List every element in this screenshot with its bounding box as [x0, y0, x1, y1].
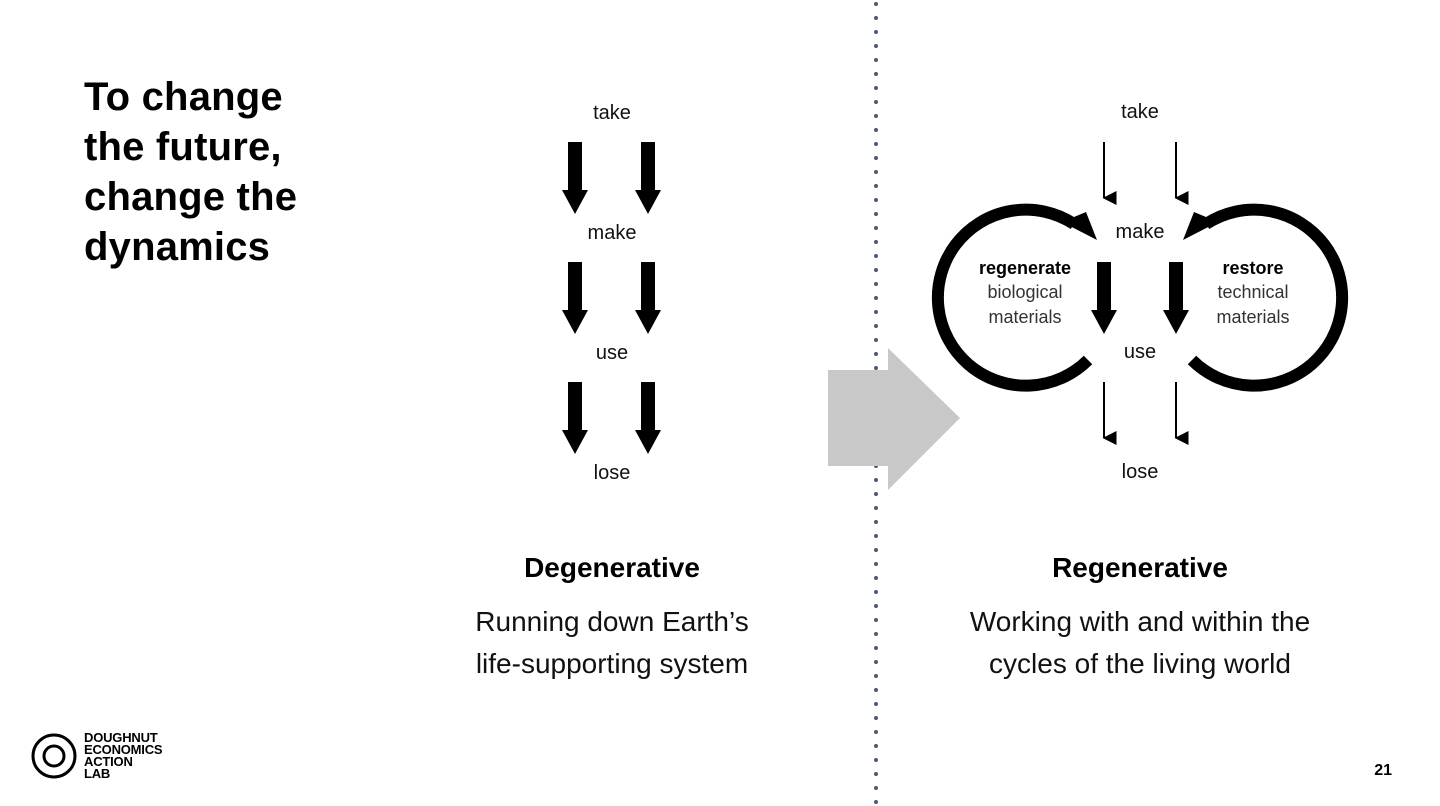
regen-step-take: take: [1121, 101, 1159, 123]
arrow-down-icon: [635, 142, 661, 214]
regenerative-description: Working with and within the cycles of th…: [969, 606, 1311, 679]
regen-thick-arrows: [1091, 262, 1189, 334]
restore-label: restore: [1222, 258, 1283, 278]
degenerative-heading: Degenerative: [524, 552, 700, 583]
loop-arrowhead-icon: [1062, 212, 1097, 240]
loop-arrowhead-icon: [1183, 212, 1218, 240]
regenerative-heading: Regenerative: [1052, 552, 1228, 583]
doughnut-icon: [31, 733, 77, 779]
degen-step-take: take: [593, 102, 631, 124]
regenerate-label: regenerate: [979, 258, 1071, 278]
arrow-down-icon: [562, 262, 588, 334]
degen-arrows: [562, 142, 661, 454]
arrow-down-icon: [635, 262, 661, 334]
regen-step-make: make: [1116, 221, 1165, 243]
page-number: 21: [1374, 762, 1392, 779]
arrow-down-icon: [562, 382, 588, 454]
arrow-down-icon: [562, 142, 588, 214]
degen-step-make: make: [588, 222, 637, 244]
logo-text: DOUGHNUT ECONOMICS ACTION LAB: [84, 730, 163, 781]
materials-label-right: materials: [1216, 307, 1289, 327]
arrow-down-icon: [1091, 262, 1117, 334]
arrow-down-icon: [635, 382, 661, 454]
materials-label-left: materials: [988, 307, 1061, 327]
biological-label: biological: [987, 282, 1062, 302]
slide-title: To change the future, change the dynamic…: [84, 75, 298, 269]
degen-step-use: use: [596, 342, 628, 364]
regen-step-lose: lose: [1122, 461, 1159, 483]
degen-step-lose: lose: [594, 462, 631, 484]
dael-logo: DOUGHNUT ECONOMICS ACTION LAB: [30, 730, 163, 781]
degenerative-description: Running down Earth’s life-supporting sys…: [475, 606, 749, 679]
arrow-down-icon: [1163, 262, 1189, 334]
transition-arrow: [828, 348, 960, 490]
regen-thin-arrows: [1102, 142, 1189, 445]
restore-loop: [1183, 203, 1349, 392]
technical-label: technical: [1217, 282, 1288, 302]
regenerate-loop: [931, 203, 1097, 392]
regen-step-use: use: [1124, 341, 1156, 363]
